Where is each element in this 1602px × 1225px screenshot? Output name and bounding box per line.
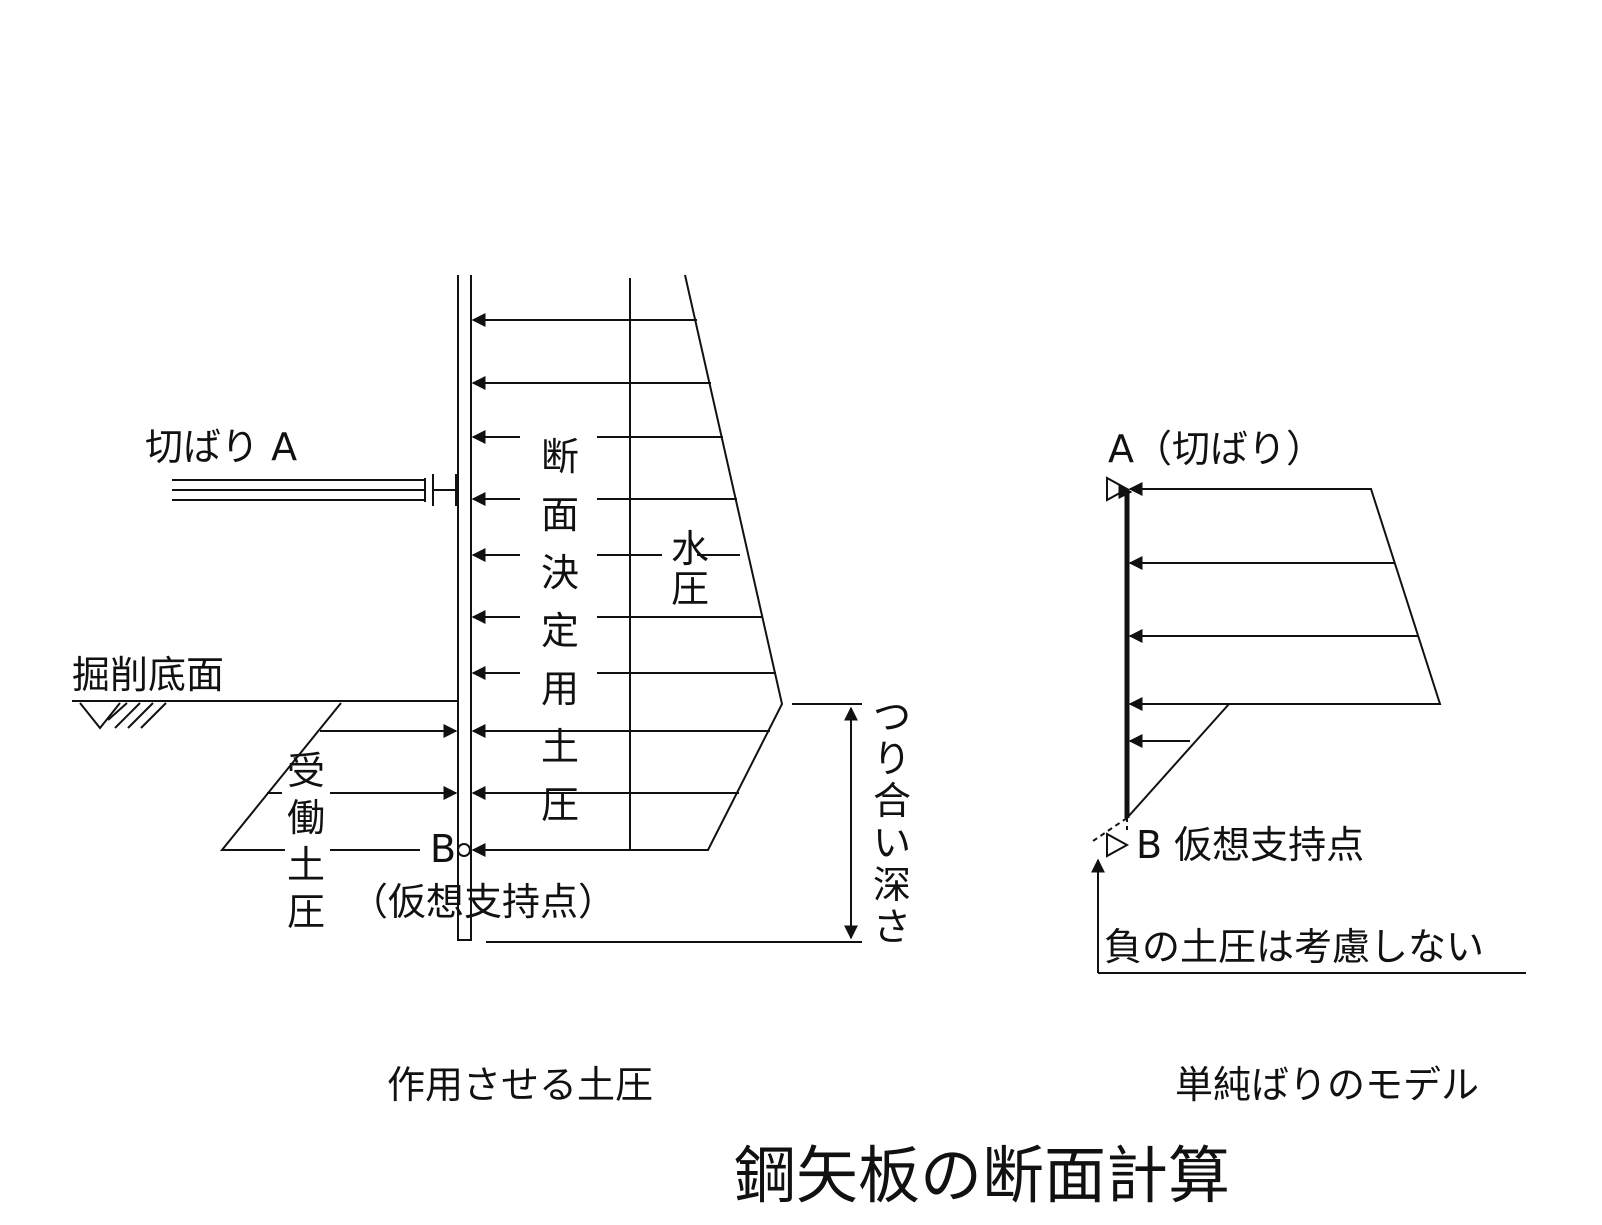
water-pressure-label: 水圧 bbox=[671, 527, 709, 611]
embedment-label: つり合い深さ bbox=[873, 695, 911, 949]
load-diagram bbox=[1089, 482, 1442, 844]
sheet-pile-wall bbox=[457, 275, 472, 941]
support-a-marker bbox=[1106, 476, 1130, 502]
diagram-title: 鋼矢板の断面計算 bbox=[734, 1139, 1230, 1212]
support-a-label: A（切ばり） bbox=[1108, 427, 1324, 471]
virtual-support-label: （仮想支持点） bbox=[350, 880, 616, 924]
strut-label: 切ばり A bbox=[145, 425, 297, 469]
left-diagram: 切ばり A 掘削底面 断面決定用土圧 水圧 受働土圧 つり合い深さ B （仮想支… bbox=[72, 274, 911, 1107]
note-label: 負の土圧は考慮しない bbox=[1104, 925, 1484, 969]
embedment-depth-dimension bbox=[486, 703, 862, 943]
support-b-marker bbox=[1106, 832, 1130, 858]
svg-text:つり合い深さ: つり合い深さ bbox=[873, 695, 911, 949]
passive-pressure-diagram bbox=[219, 702, 458, 851]
support-point-b-marker bbox=[457, 843, 471, 857]
excavation-bottom bbox=[72, 700, 458, 730]
passive-pressure-label: 受働土圧 bbox=[287, 749, 325, 934]
svg-text:受働土圧: 受働土圧 bbox=[287, 749, 325, 934]
note-leader bbox=[1091, 858, 1526, 974]
excavation-label: 掘削底面 bbox=[72, 653, 224, 697]
support-point-label: B bbox=[430, 827, 456, 871]
section-pressure-label: 断面決定用土圧 bbox=[541, 435, 579, 827]
pressure-arrows bbox=[471, 313, 776, 857]
strut bbox=[172, 474, 457, 506]
support-b-label: B 仮想支持点 bbox=[1136, 823, 1364, 867]
right-diagram: A（切ばり） B 仮想支持点 負の土圧は考慮しない 単純ばりのモデル bbox=[1089, 427, 1526, 1107]
right-caption: 単純ばりのモデル bbox=[1175, 1063, 1479, 1107]
left-caption: 作用させる土圧 bbox=[387, 1063, 653, 1107]
svg-text:水圧: 水圧 bbox=[671, 527, 709, 611]
svg-text:断面決定用土圧: 断面決定用土圧 bbox=[541, 435, 579, 827]
